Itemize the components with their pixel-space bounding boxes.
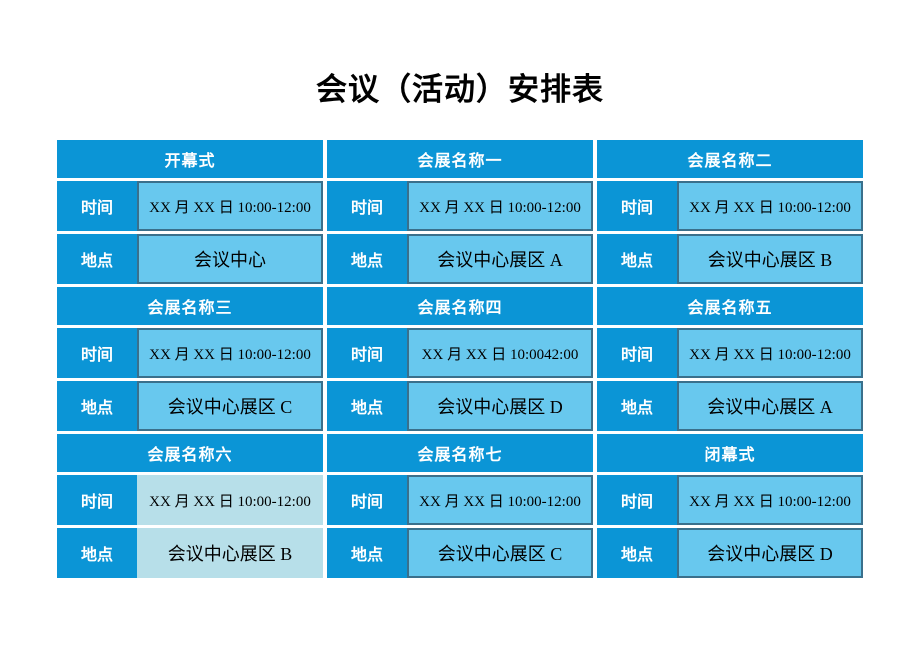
time-value-cell: XX 月 XX 日 10:00-12:00 [137,328,323,378]
schedule-block-expo-7: 会展名称七 时间 XX 月 XX 日 10:00-12:00 地点 会议中心展区… [327,434,593,578]
time-label-cell: 时间 [57,181,137,231]
location-value-cell: 会议中心展区 C [137,381,323,431]
time-value-cell: XX 月 XX 日 10:00-12:00 [677,475,863,525]
location-value-cell: 会议中心 [137,234,323,284]
schedule-block-expo-5: 会展名称五 时间 XX 月 XX 日 10:00-12:00 地点 会议中心展区… [597,287,863,431]
schedule-block-expo-4: 会展名称四 时间 XX 月 XX 日 10:0042:00 地点 会议中心展区 … [327,287,593,431]
event-name-cell: 会展名称三 [57,287,323,325]
event-name-cell: 会展名称六 [57,434,323,472]
location-value-cell: 会议中心展区 D [407,381,593,431]
location-value-cell: 会议中心展区 B [137,528,323,578]
location-value-cell: 会议中心展区 B [677,234,863,284]
schedule-block-opening: 开幕式 时间 XX 月 XX 日 10:00-12:00 地点 会议中心 [57,140,323,284]
location-label-cell: 地点 [57,381,137,431]
time-value-cell: XX 月 XX 日 10:00-12:00 [677,181,863,231]
time-value-cell: XX 月 XX 日 10:00-12:00 [677,328,863,378]
time-value-cell: XX 月 XX 日 10:00-12:00 [407,181,593,231]
location-label-cell: 地点 [57,528,137,578]
location-value-cell: 会议中心展区 A [407,234,593,284]
location-label-cell: 地点 [327,381,407,431]
time-label-cell: 时间 [597,475,677,525]
location-label-cell: 地点 [597,381,677,431]
time-value-cell: XX 月 XX 日 10:00-12:00 [407,475,593,525]
event-name-cell: 开幕式 [57,140,323,178]
schedule-table: 开幕式 时间 XX 月 XX 日 10:00-12:00 地点 会议中心 会展名… [57,140,863,578]
schedule-block-expo-1: 会展名称一 时间 XX 月 XX 日 10:00-12:00 地点 会议中心展区… [327,140,593,284]
location-label-cell: 地点 [597,234,677,284]
event-name-cell: 会展名称七 [327,434,593,472]
page-title: 会议（活动）安排表 [316,72,604,107]
schedule-block-expo-3: 会展名称三 时间 XX 月 XX 日 10:00-12:00 地点 会议中心展区… [57,287,323,431]
time-label-cell: 时间 [327,328,407,378]
event-name-cell: 会展名称二 [597,140,863,178]
schedule-block-expo-2: 会展名称二 时间 XX 月 XX 日 10:00-12:00 地点 会议中心展区… [597,140,863,284]
time-value-cell: XX 月 XX 日 10:00-12:00 [137,181,323,231]
schedule-block-closing: 闭幕式 时间 XX 月 XX 日 10:00-12:00 地点 会议中心展区 D [597,434,863,578]
location-value-cell: 会议中心展区 A [677,381,863,431]
location-label-cell: 地点 [597,528,677,578]
location-label-cell: 地点 [327,234,407,284]
location-label-cell: 地点 [57,234,137,284]
event-name-cell: 会展名称五 [597,287,863,325]
time-value-cell: XX 月 XX 日 10:0042:00 [407,328,593,378]
time-label-cell: 时间 [597,181,677,231]
schedule-block-expo-6: 会展名称六 时间 XX 月 XX 日 10:00-12:00 地点 会议中心展区… [57,434,323,578]
time-label-cell: 时间 [57,328,137,378]
time-value-cell: XX 月 XX 日 10:00-12:00 [137,475,323,525]
event-name-cell: 闭幕式 [597,434,863,472]
event-name-cell: 会展名称四 [327,287,593,325]
time-label-cell: 时间 [327,475,407,525]
time-label-cell: 时间 [57,475,137,525]
event-name-cell: 会展名称一 [327,140,593,178]
location-value-cell: 会议中心展区 D [677,528,863,578]
location-label-cell: 地点 [327,528,407,578]
time-label-cell: 时间 [597,328,677,378]
location-value-cell: 会议中心展区 C [407,528,593,578]
time-label-cell: 时间 [327,181,407,231]
